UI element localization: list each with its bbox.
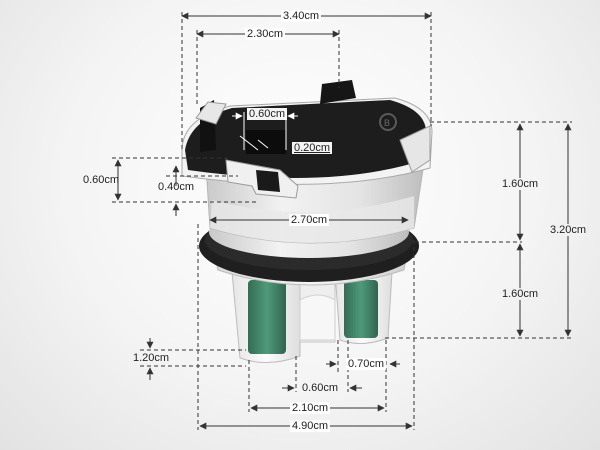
label-top-outer-width: 3.40cm bbox=[281, 10, 322, 22]
label-tab-width: 0.60cm bbox=[247, 108, 288, 120]
label-notch-height: 0.60cm bbox=[83, 174, 120, 186]
label-top-inner-width: 2.30cm bbox=[245, 28, 286, 40]
label-ring-diameter: 2.70cm bbox=[289, 214, 330, 226]
circular-brand-logo-icon bbox=[379, 113, 397, 131]
black-cap: B bbox=[185, 80, 431, 178]
label-slot-width: 0.20cm bbox=[292, 142, 333, 154]
label-leg-width: 0.60cm bbox=[302, 382, 339, 394]
label-leg-step: 1.20cm bbox=[133, 352, 170, 364]
label-leg-gap: 0.70cm bbox=[346, 358, 387, 370]
label-notch-depth: 0.40cm bbox=[158, 181, 195, 193]
filter-window-right bbox=[344, 280, 378, 338]
label-total-height: 3.20cm bbox=[550, 224, 587, 236]
label-upper-height: 1.60cm bbox=[502, 178, 539, 190]
filter-window-left bbox=[248, 280, 286, 354]
label-base-width: 4.90cm bbox=[290, 420, 331, 432]
svg-text:B: B bbox=[384, 118, 390, 128]
label-lower-height: 1.60cm bbox=[502, 288, 539, 300]
label-leg-span: 2.10cm bbox=[290, 402, 331, 414]
